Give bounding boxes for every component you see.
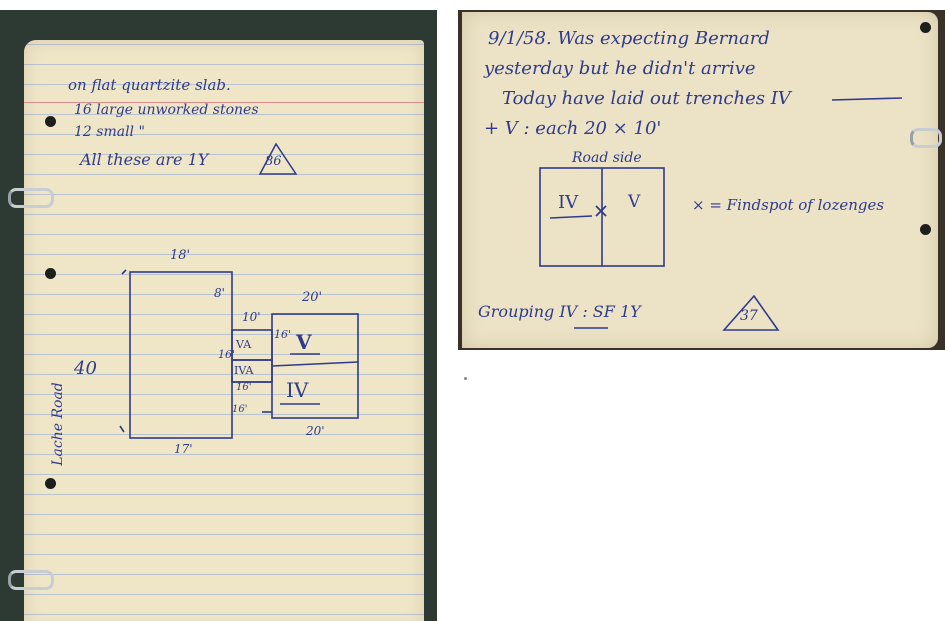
- site-sketch: [119, 142, 359, 439]
- margin-line: [24, 102, 424, 103]
- note-line-3: 12 small ": [74, 124, 145, 140]
- note-line-1: 9/1/58. Was expecting Bernard: [488, 28, 770, 49]
- binder-ring: [8, 570, 54, 590]
- dim-8: 8': [214, 286, 225, 300]
- box-iva: IVA: [234, 364, 254, 377]
- dim-16d: 16': [232, 404, 248, 415]
- trench-iv-label: IV: [558, 192, 579, 213]
- note-line-2: 16 large unworked stones: [74, 102, 259, 118]
- punch-hole: [45, 268, 56, 279]
- box-iv: IV: [286, 378, 309, 402]
- note-line-4: + V : each 20 × 10': [484, 118, 662, 139]
- punch-hole: [920, 224, 931, 235]
- note-line-2: yesterday but he didn't arrive: [484, 58, 756, 79]
- note-line-4: All these are 1Y: [80, 150, 209, 169]
- dim-16a: 16': [218, 348, 236, 361]
- binder-ring: [910, 128, 942, 148]
- circled-number-86: 86: [265, 154, 282, 169]
- road-side-label: Road side: [572, 150, 642, 166]
- punch-hole: [45, 478, 56, 489]
- dim-20-bottom: 20': [306, 424, 325, 438]
- punch-hole: [920, 22, 931, 33]
- left-notebook-photo: on flat quartzite slab. 16 large unworke…: [0, 10, 437, 621]
- punch-hole: [45, 116, 56, 127]
- grouping-line: Grouping IV : SF 1Y: [478, 302, 641, 321]
- note-line-1: on flat quartzite slab.: [68, 76, 231, 94]
- side-road-label: Lache Road: [49, 382, 66, 466]
- box-va: VA: [236, 338, 252, 351]
- binder-ring: [8, 188, 54, 208]
- note-line-3: Today have laid out trenches IV: [502, 88, 791, 109]
- dim-10: 10': [242, 310, 261, 324]
- dim-top: 18': [170, 248, 191, 263]
- left-notebook-page: on flat quartzite slab. 16 large unworke…: [24, 40, 424, 621]
- dim-20-top: 20': [302, 290, 323, 305]
- right-notebook-photo: 9/1/58. Was expecting Bernard yesterday …: [458, 10, 945, 350]
- dim-16b: 16': [274, 328, 292, 341]
- stray-dot: [464, 377, 467, 380]
- circled-number-37: 37: [740, 308, 758, 324]
- dim-bottom: 17': [174, 442, 193, 456]
- trench-sketch: [539, 97, 903, 331]
- findspot-legend: × = Findspot of lozenges: [692, 196, 885, 214]
- right-notebook-page: 9/1/58. Was expecting Bernard yesterday …: [462, 12, 938, 348]
- dim-height: 40: [74, 358, 97, 379]
- box-v: V: [296, 330, 312, 354]
- trench-v-label: V: [628, 192, 641, 212]
- dim-16c: 16': [236, 382, 252, 393]
